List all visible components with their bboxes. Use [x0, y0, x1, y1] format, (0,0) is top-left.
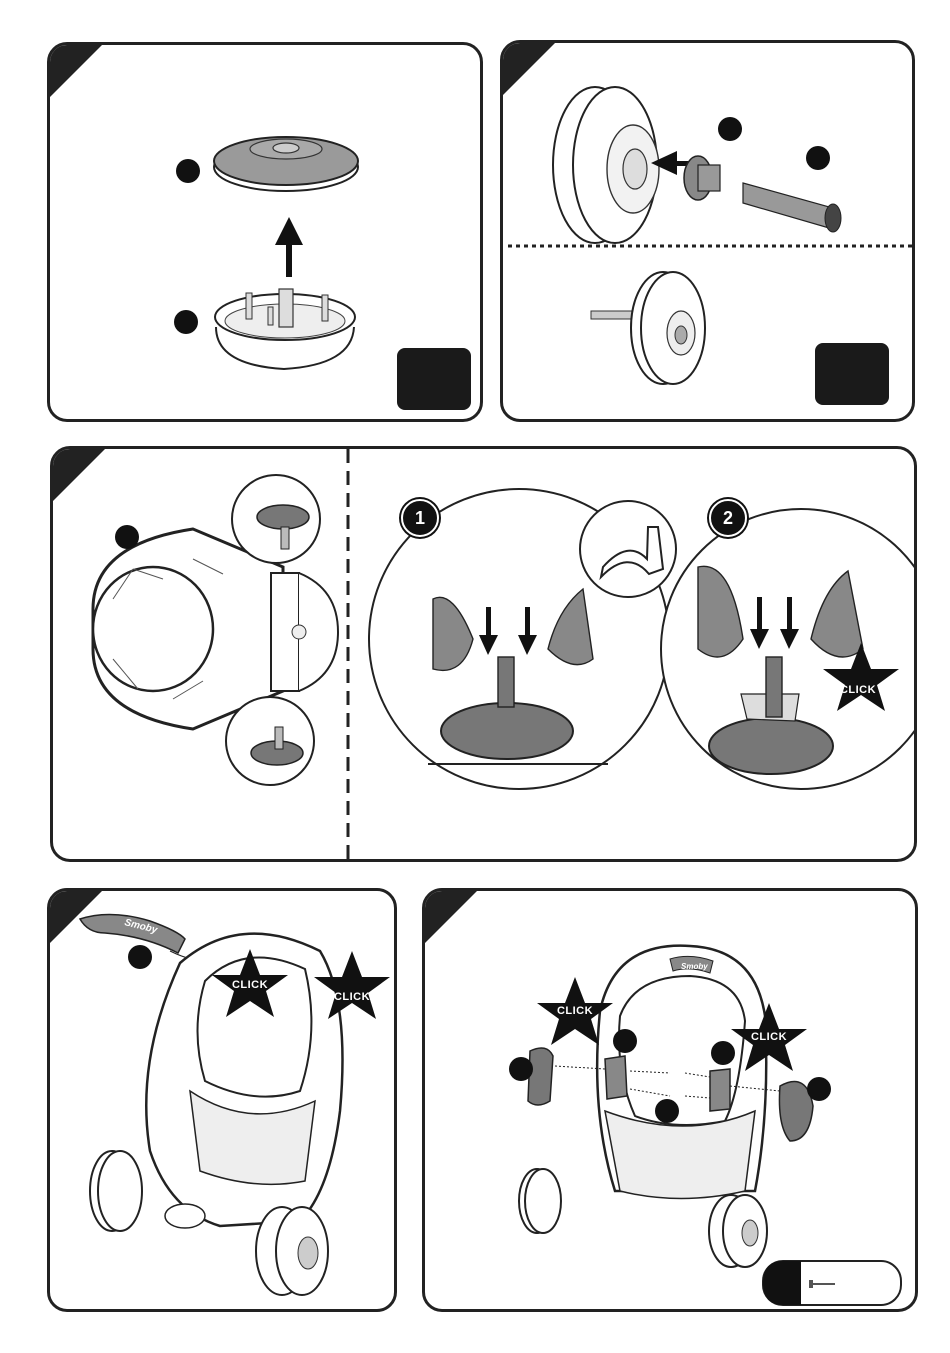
arrow-up-icon [275, 217, 303, 277]
part-marker-dot [128, 945, 152, 969]
part-marker-dot [711, 1041, 735, 1065]
part-marker-dot [115, 525, 139, 549]
handle-assembly-illustration: Smoby [50, 891, 397, 1312]
quantity-box [815, 343, 889, 405]
step-number-badge: 2 [709, 499, 747, 537]
click-label: CLICK [212, 979, 288, 991]
step-number-badge: 1 [401, 499, 439, 537]
part-marker-dot [655, 1099, 679, 1123]
panel-step-e: Smoby C [422, 888, 918, 1312]
part-marker-dot [807, 1077, 831, 1101]
panel-step-b [500, 40, 915, 422]
part-marker-dot [806, 146, 830, 170]
wheel-click-illustration [53, 449, 917, 862]
part-marker-dot [509, 1057, 533, 1081]
quantity-box [397, 348, 471, 410]
part-marker-dot [718, 117, 742, 141]
part-marker-dot [176, 159, 200, 183]
click-label: CLICK [823, 684, 893, 696]
click-label: CLICK [731, 1031, 807, 1043]
part-marker-dot [174, 310, 198, 334]
brand-logo-on-frame: Smoby [681, 962, 708, 971]
click-label: CLICK [537, 1005, 613, 1017]
panel-step-d: Smoby CLICK CLICK [47, 888, 397, 1312]
panel-step-a [47, 42, 483, 422]
part-marker-dot [613, 1029, 637, 1053]
click-label: CLICK [314, 991, 390, 1003]
panel-step-c: 1 2 CLICK [50, 446, 917, 862]
